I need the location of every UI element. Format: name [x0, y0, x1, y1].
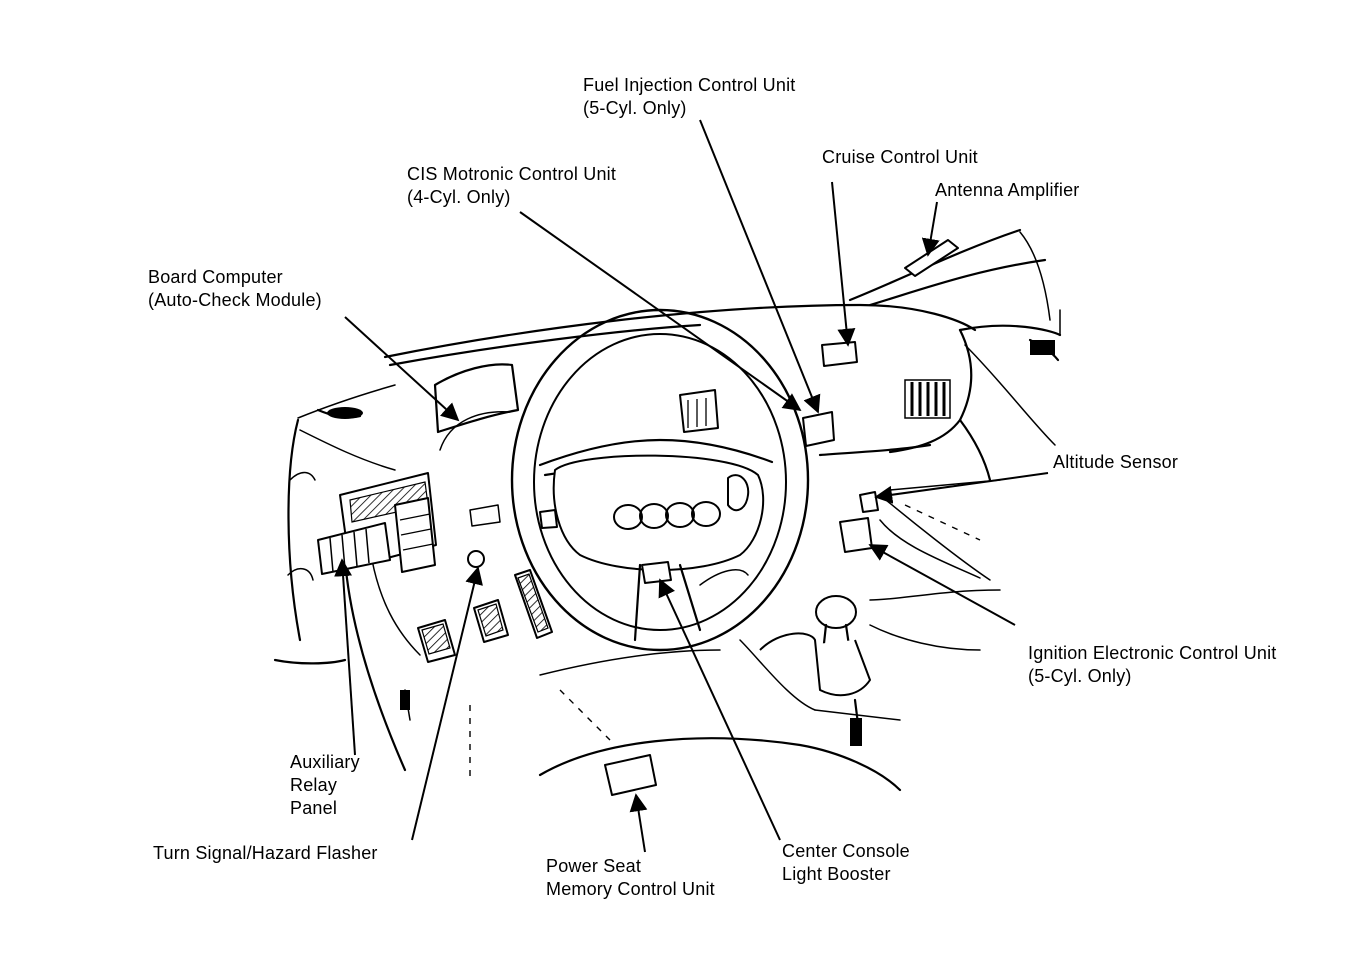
label-line: Center Console	[782, 841, 910, 861]
label-line: (5-Cyl. Only)	[1028, 666, 1132, 686]
label-line: Power Seat	[546, 856, 642, 876]
label-line: Antenna Amplifier	[935, 180, 1080, 200]
right-vent	[904, 379, 951, 419]
label-center-console-light-booster: Center Console Light Booster	[782, 840, 910, 886]
leader-lines	[334, 119, 1049, 853]
label-line: Light Booster	[782, 864, 891, 884]
label-line: (Auto-Check Module)	[148, 290, 322, 310]
label-antenna-amplifier: Antenna Amplifier	[935, 179, 1079, 202]
label-line: Altitude Sensor	[1053, 452, 1179, 472]
label-line: Board Computer	[148, 267, 283, 287]
label-line: Ignition Electronic Control Unit	[1028, 643, 1277, 663]
label-turn-signal-hazard-flasher: Turn Signal/Hazard Flasher	[153, 842, 378, 865]
label-board-computer: Board Computer (Auto-Check Module)	[148, 266, 322, 312]
steering-wheel-drawing	[510, 308, 810, 652]
label-line: Relay	[290, 775, 338, 795]
label-line: Memory Control Unit	[546, 879, 715, 899]
label-altitude-sensor: Altitude Sensor	[1053, 451, 1178, 474]
label-line: Panel	[290, 798, 338, 818]
label-fuel-injection-control-unit: Fuel Injection Control Unit (5-Cyl. Only…	[583, 74, 796, 120]
relay-panel-drawing	[317, 472, 437, 575]
label-line: Auxiliary	[290, 752, 360, 772]
label-line: CIS Motronic Control Unit	[407, 164, 617, 184]
shift-console-drawing	[739, 589, 1001, 746]
label-line: Fuel Injection Control Unit	[583, 75, 796, 95]
label-cis-motronic-control-unit: CIS Motronic Control Unit (4-Cyl. Only)	[407, 163, 616, 209]
label-line: (4-Cyl. Only)	[407, 187, 511, 207]
label-power-seat-memory-control-unit: Power Seat Memory Control Unit	[546, 855, 715, 901]
label-line: Turn Signal/Hazard Flasher	[153, 843, 378, 863]
label-line: Cruise Control Unit	[822, 147, 978, 167]
label-cruise-control-unit: Cruise Control Unit	[822, 146, 978, 169]
label-line: (5-Cyl. Only)	[583, 98, 687, 118]
label-ignition-electronic-control-unit: Ignition Electronic Control Unit (5-Cyl.…	[1028, 642, 1277, 688]
label-auxiliary-relay-panel: Auxiliary Relay Panel	[290, 751, 360, 820]
dashboard-illustration	[273, 228, 1062, 796]
